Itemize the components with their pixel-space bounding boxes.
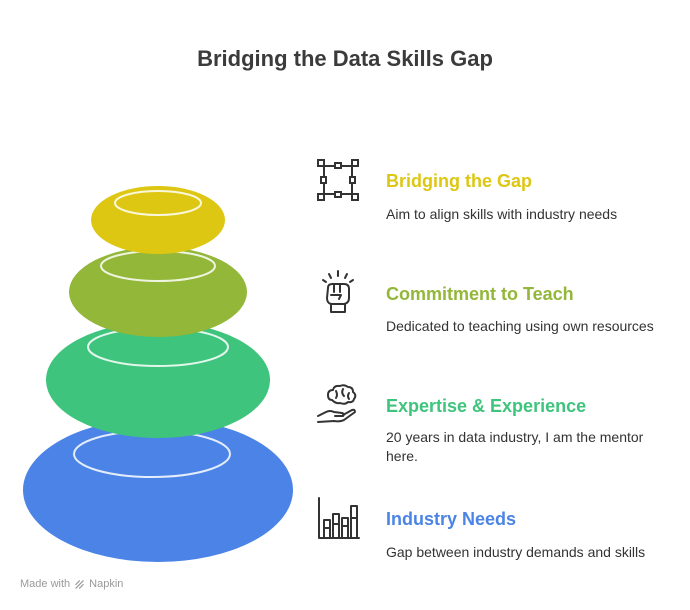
item-desc-commitment-to-teach: Dedicated to teaching using own resource…: [386, 318, 654, 334]
ring-level-2-body: [69, 247, 247, 337]
ring-level-1-body: [91, 186, 225, 254]
item-desc-expertise-experience: 20 years in data industry, I am the ment…: [386, 429, 644, 464]
item-title-expertise-experience: Expertise & Experience: [386, 396, 587, 416]
ring-level-3-body: [46, 322, 270, 438]
item-title-bridging-the-gap: Bridging the Gap: [386, 171, 532, 191]
ring-level-1: [91, 186, 225, 254]
napkin-brand: Napkin: [89, 578, 124, 590]
brain-in-hand-icon: [317, 384, 357, 423]
item-desc-bridging-the-gap: Aim to align skills with industry needs: [386, 206, 618, 222]
item-title-industry-needs: Industry Needs: [386, 509, 517, 529]
ring-level-4: [23, 418, 293, 562]
frame-icon: [317, 159, 359, 201]
ring-level-4-body: [23, 418, 293, 562]
raised-fist-icon: [322, 270, 354, 313]
item-desc-industry-needs: Gap between industry demands and skills: [386, 544, 646, 560]
page-title: Bridging the Data Skills Gap: [197, 46, 493, 71]
made-with-footer[interactable]: Made with Napkin: [20, 578, 123, 590]
ring-level-1-hole: [114, 190, 202, 216]
item-title-commitment-to-teach: Commitment to Teach: [386, 284, 574, 304]
ring-level-2: [69, 247, 247, 337]
ring-level-3: [46, 322, 270, 438]
napkin-logo-icon: [75, 579, 84, 589]
bar-chart-icon: [318, 497, 360, 539]
made-with-label: Made with: [20, 578, 71, 590]
